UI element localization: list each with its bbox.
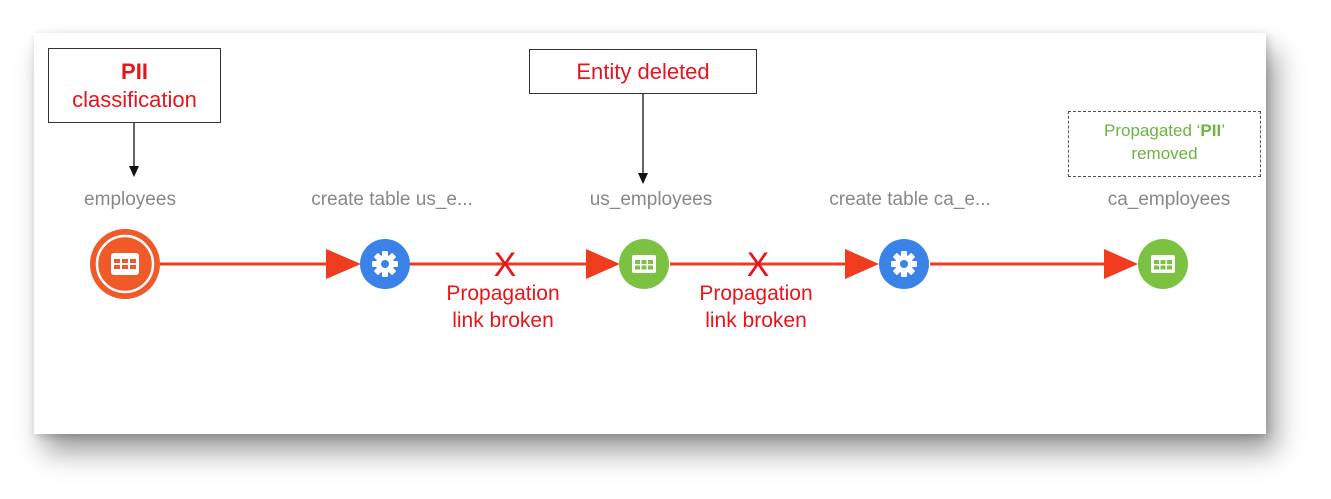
node-create-table-us[interactable]: [360, 239, 410, 289]
note-prefix: Propagated ‘: [1104, 121, 1201, 140]
broken-link-line2: link broken: [452, 309, 554, 332]
broken-link-label-2: Propagation link broken: [699, 280, 812, 334]
pii-removed-note: Propagated ‘PII’ removed: [1068, 111, 1261, 177]
entity-deleted-text: Entity deleted: [576, 59, 710, 84]
note-line2: removed: [1131, 144, 1198, 163]
edge-4: [930, 249, 1138, 279]
entity-deleted-callout: Entity deleted: [529, 49, 757, 94]
node-us-employees[interactable]: [619, 239, 669, 289]
broken-link-label-1: Propagation link broken: [446, 280, 559, 334]
gear-icon: [372, 251, 398, 277]
note-suffix: ’: [1221, 121, 1225, 140]
node-label-create-ca: create table ca_e...: [829, 189, 991, 210]
node-employees[interactable]: [90, 229, 160, 299]
node-label-create-us: create table us_e...: [311, 189, 473, 210]
callout-pointer-deleted: [638, 94, 648, 184]
edge-2: [410, 249, 620, 279]
pii-classification-callout: PII classification: [48, 48, 221, 123]
callout-pointer-pii: [129, 123, 139, 177]
node-label-employees: employees: [84, 189, 176, 210]
gear-icon: [891, 251, 917, 277]
edge-3: [670, 249, 879, 279]
broken-link-line1: Propagation: [446, 282, 560, 305]
node-label-us-employees: us_employees: [589, 189, 713, 210]
node-label-ca-employees: ca_employees: [1107, 189, 1231, 210]
table-icon: [632, 255, 656, 273]
broken-link-mark-1: X: [494, 246, 517, 284]
table-icon: [111, 253, 139, 275]
pii-callout-title: PII: [121, 59, 148, 84]
edge-1: [160, 249, 361, 279]
table-icon: [1151, 255, 1175, 273]
broken-link-line2: link broken: [705, 309, 807, 332]
node-create-table-ca[interactable]: [879, 239, 929, 289]
broken-link-line1: Propagation: [699, 282, 813, 305]
note-bold: PII: [1200, 121, 1222, 140]
node-ca-employees[interactable]: [1138, 239, 1188, 289]
pii-callout-text: classification: [72, 87, 197, 112]
broken-link-mark-2: X: [747, 246, 770, 284]
lineage-panel: [34, 33, 1266, 434]
